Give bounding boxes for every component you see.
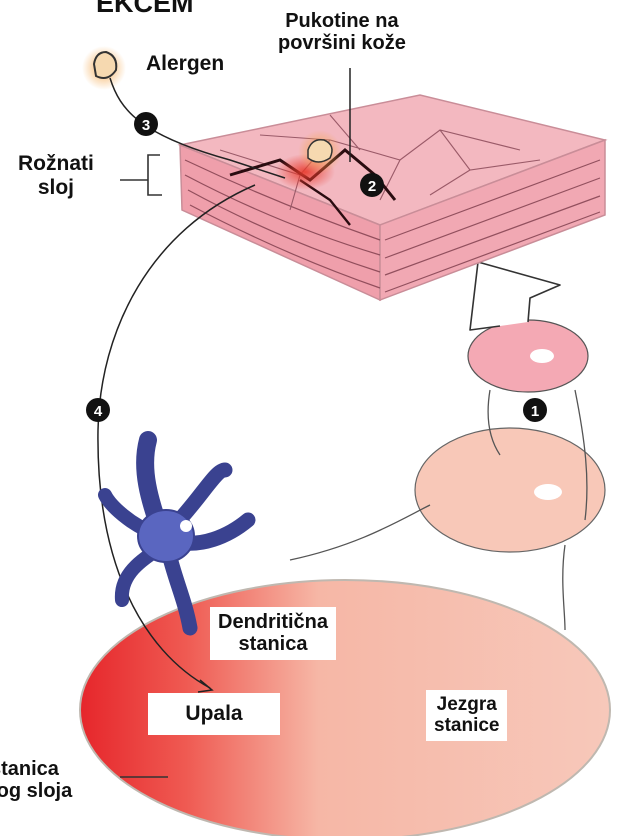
horny-layer-cell-label: stanica tog sloja (0, 756, 78, 805)
dendritic-cell-label: Dendritična stanica (210, 607, 336, 660)
step-marker-4: 4 (86, 398, 110, 422)
svg-text:3: 3 (142, 117, 150, 134)
svg-text:1: 1 (531, 403, 539, 420)
allergen-icon (94, 52, 116, 78)
skin-block (180, 95, 605, 300)
horny-layer-bracket (120, 155, 162, 195)
dendritic-cell-nucleus (180, 520, 192, 532)
mid-cell (415, 428, 605, 552)
skin-cracks-label: Pukotine na površini kože (278, 10, 406, 55)
inflammation-label: Upala (148, 693, 280, 735)
small-cell (468, 320, 588, 392)
svg-text:2: 2 (368, 178, 376, 195)
allergen-label: Alergen (146, 52, 224, 76)
horny-layer-label: Rožnati sloj (18, 152, 94, 199)
step-marker-2: 2 (360, 173, 384, 197)
step-marker-1: 1 (523, 398, 547, 422)
cell-nucleus-label: Jezgra stanice (426, 690, 507, 741)
step-marker-3: 3 (134, 112, 158, 136)
upward-arrow (470, 262, 560, 330)
svg-text:4: 4 (94, 403, 103, 420)
allergen-in-crack (308, 140, 332, 162)
small-cell-nucleus (530, 349, 554, 363)
mid-cell-nucleus (534, 484, 562, 500)
diagram-title: EKCEM (96, 0, 194, 18)
